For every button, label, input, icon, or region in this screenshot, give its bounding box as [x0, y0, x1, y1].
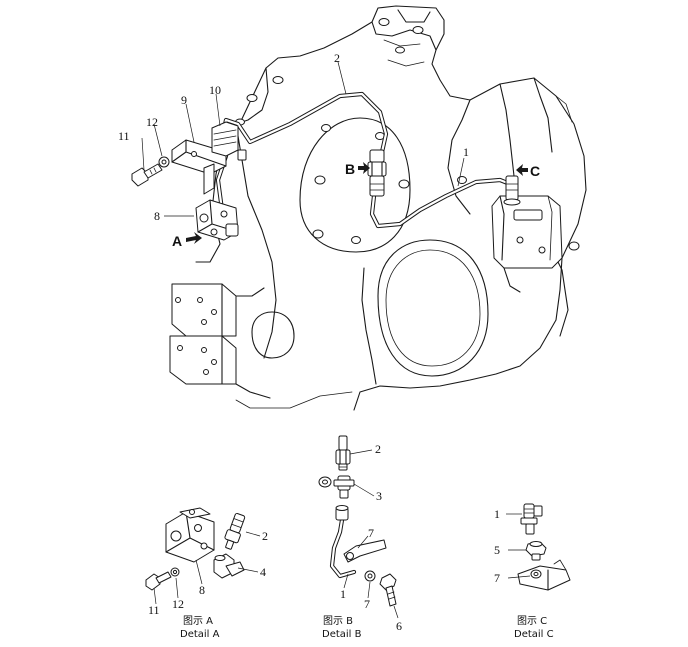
detail-b-caption-cn: 图示 B: [323, 615, 353, 627]
detail-c-callout-5: 5: [494, 543, 500, 557]
callout-12: 12: [146, 115, 158, 129]
pipe-1: [369, 177, 513, 229]
marker-c: C: [516, 163, 540, 179]
svg-text:A: A: [172, 233, 182, 249]
detail-b-callout-7-lower: 7: [364, 597, 370, 611]
detail-c-caption-cn: 图示 C: [517, 615, 547, 627]
detail-b-callout-3: 3: [376, 489, 382, 503]
pump-body: [491, 195, 563, 293]
callout-10: 10: [209, 83, 221, 97]
callout-11: 11: [118, 129, 130, 143]
pressure-block-8: [195, 199, 239, 241]
plate-10: [211, 121, 247, 161]
callout-8: 8: [154, 209, 160, 223]
svg-text:C: C: [530, 163, 540, 179]
washer-12: [158, 156, 170, 168]
marker-a: A: [172, 232, 202, 249]
detail-c-callout-1: 1: [494, 507, 500, 521]
detail-a-caption-cn: 图示 A: [183, 615, 213, 627]
detail-a-callout-12: 12: [172, 597, 184, 611]
marker-b: B: [345, 161, 370, 177]
fitting-b: [367, 149, 387, 197]
callout-1: 1: [463, 145, 469, 159]
detail-b-callout-1: 1: [340, 587, 346, 601]
detail-c-callout-7: 7: [494, 571, 500, 585]
bolt-11: [131, 163, 163, 187]
svg-text:B: B: [345, 161, 355, 177]
detail-a-caption-en: Detail A: [180, 629, 220, 640]
detail-b-callout-2: 2: [375, 442, 381, 456]
callout-9: 9: [181, 93, 187, 107]
detail-b: 2 3 7 1 7 6 图示 B Detail B: [318, 435, 402, 640]
detail-a: 2 4 8 11 12 图示 A Detail A: [145, 507, 268, 640]
detail-c: 1 5 7 图示 C Detail C: [494, 503, 571, 640]
detail-b-callout-6: 6: [396, 619, 402, 633]
detail-c-caption-en: Detail C: [514, 629, 554, 640]
detail-b-caption-en: Detail B: [322, 629, 362, 640]
detail-a-callout-8: 8: [199, 583, 205, 597]
detail-a-callout-2: 2: [262, 529, 268, 543]
detail-b-callout-7-upper: 7: [368, 526, 374, 540]
main-leaders: [141, 61, 465, 217]
callout-2: 2: [334, 51, 340, 65]
detail-a-callout-11: 11: [148, 603, 160, 617]
fitting-c: [503, 175, 521, 206]
detail-a-callout-4: 4: [260, 565, 266, 579]
